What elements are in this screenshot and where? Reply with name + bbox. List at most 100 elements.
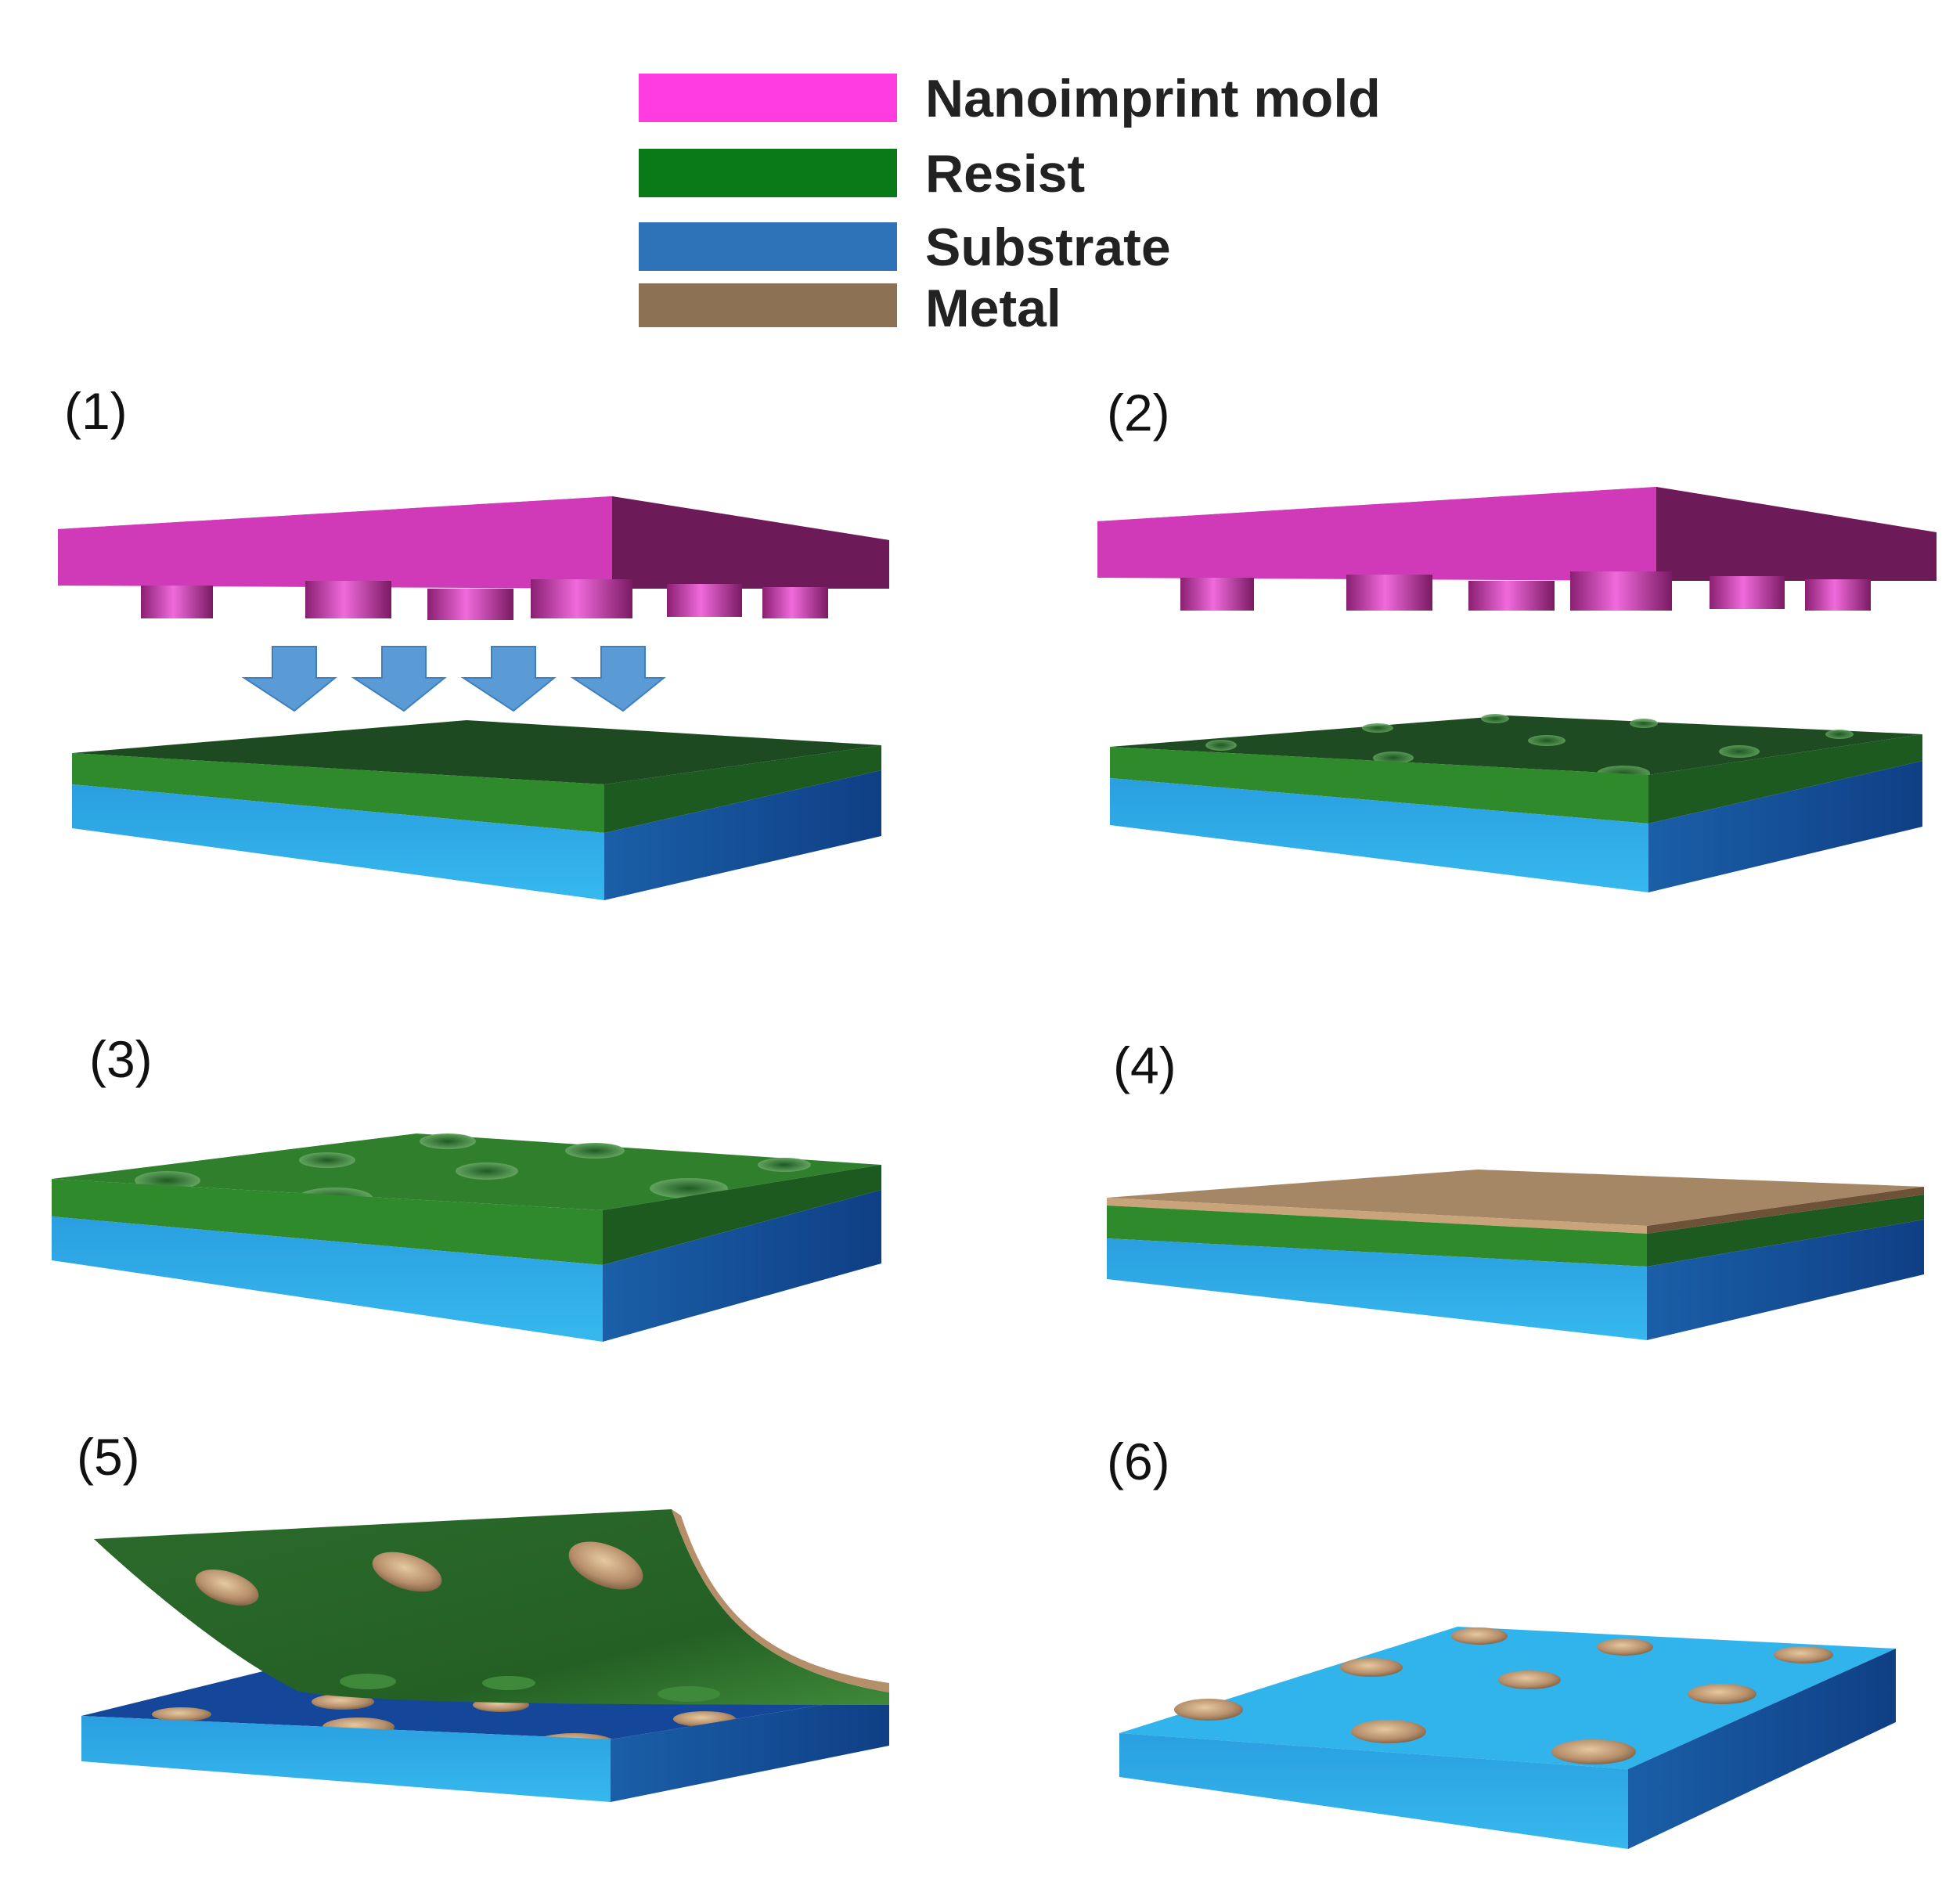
imprint-hole <box>1205 740 1237 751</box>
resist-sheet-hole <box>658 1686 720 1702</box>
legend: Nanoimprint mold Resist Substrate Metal <box>0 0 1960 360</box>
mold-side-face <box>1656 487 1937 581</box>
resist-front-face <box>1107 1206 1647 1267</box>
resist-side-face <box>603 1165 881 1265</box>
metal-nanodisk <box>1688 1684 1756 1704</box>
step-label-3: (3) <box>89 1030 153 1088</box>
step4-illustration <box>1107 1170 1924 1340</box>
down-arrow-icon <box>241 646 337 712</box>
imprint-hole <box>1825 730 1854 739</box>
metal-top-face <box>1107 1170 1924 1226</box>
metal-front-face <box>1107 1198 1647 1234</box>
substrate-side-face <box>1648 761 1922 892</box>
metal-nanodisk <box>1174 1699 1243 1721</box>
imprint-hole <box>1481 714 1509 723</box>
step2-illustration <box>1097 487 1937 892</box>
imprint-hole <box>1373 751 1414 764</box>
resist-hole <box>420 1134 476 1149</box>
substrate-top-face <box>1119 1627 1896 1769</box>
down-arrow-icon <box>351 646 447 712</box>
imprint-hole <box>1630 719 1658 728</box>
mold-post <box>1570 571 1672 611</box>
step-label-2: (2) <box>1107 384 1170 442</box>
step5-illustration <box>81 1509 889 1802</box>
substrate-front-face <box>52 1216 603 1342</box>
resist-top-face <box>1110 715 1922 775</box>
down-arrow-icon <box>460 646 557 712</box>
legend-label-mold: Nanoimprint mold <box>925 69 1381 128</box>
metal-nanodisk <box>1551 1739 1636 1764</box>
legend-swatch-mold <box>639 74 897 122</box>
step1-illustration <box>58 496 889 900</box>
resist-front-face <box>52 1179 603 1265</box>
metal-dot <box>152 1707 211 1721</box>
metal-nanodisk <box>1351 1720 1426 1743</box>
resist-sheet-hole <box>482 1676 535 1690</box>
substrate-side-face <box>611 1694 889 1802</box>
substrate-front-face <box>1110 778 1648 892</box>
mold-post <box>1710 576 1785 609</box>
mold-post <box>762 587 828 618</box>
resist-side-face <box>604 745 881 833</box>
substrate-side-face <box>1628 1649 1896 1849</box>
metal-nanodisk <box>1451 1627 1508 1645</box>
resist-sheet-hole <box>568 1541 643 1590</box>
mold-post <box>1468 581 1555 611</box>
down-arrow-icon <box>570 646 666 712</box>
resist-hole <box>299 1152 355 1168</box>
peeling-resist-sheet <box>94 1509 889 1705</box>
resist-side-face <box>1648 734 1922 824</box>
metal-nanodisk <box>1597 1638 1653 1656</box>
legend-label-resist: Resist <box>925 144 1086 204</box>
mold-post <box>1180 578 1254 611</box>
substrate-front-face <box>81 1716 611 1802</box>
step-label-4: (4) <box>1113 1036 1176 1094</box>
mold-post <box>531 579 632 618</box>
legend-swatch-resist <box>639 149 897 197</box>
substrate-front-face <box>1107 1238 1647 1340</box>
legend-swatch-metal <box>639 283 897 327</box>
substrate-front-face <box>1119 1733 1628 1849</box>
mold-post <box>1805 579 1871 611</box>
legend-label-substrate: Substrate <box>925 218 1171 277</box>
step-label-5: (5) <box>77 1428 140 1486</box>
metal-nanodisk <box>1340 1658 1403 1677</box>
metal-side-face <box>1647 1187 1924 1234</box>
mold-post <box>667 584 742 617</box>
substrate-side-face <box>603 1190 881 1342</box>
metal-dot <box>312 1694 374 1710</box>
imprint-hole <box>1362 723 1393 733</box>
mold-post <box>427 589 513 620</box>
mold-front-face <box>1097 487 1656 581</box>
resist-hole <box>758 1158 811 1172</box>
resist-front-face <box>1110 747 1648 824</box>
resist-hole <box>456 1162 518 1180</box>
legend-label-metal: Metal <box>925 279 1061 338</box>
step-label-6: (6) <box>1107 1433 1170 1490</box>
imprint-hole <box>1528 735 1565 746</box>
substrate-front-face <box>72 784 604 900</box>
legend-swatch-substrate <box>639 222 897 271</box>
step3-illustration <box>52 1134 881 1342</box>
substrate-side-face <box>604 770 881 900</box>
step6-illustration <box>1119 1627 1896 1849</box>
resist-hole <box>565 1143 625 1159</box>
resist-sheet-hole <box>195 1569 259 1606</box>
mold-side-face <box>612 496 889 589</box>
resist-front-face <box>72 753 604 833</box>
step-label-1: (1) <box>64 382 128 440</box>
metal-nanodisk <box>1774 1646 1833 1663</box>
mold-post <box>141 586 213 618</box>
resist-sheet-hole <box>372 1552 442 1592</box>
resist-sheet-hole <box>340 1674 396 1689</box>
substrate-side-face <box>1647 1220 1924 1340</box>
mold-post <box>305 581 391 618</box>
resist-side-face <box>1647 1195 1924 1267</box>
imprint-hole <box>1719 745 1760 758</box>
peeling-resist-edge <box>672 1509 889 1692</box>
resist-top-face <box>72 720 881 784</box>
mold-post <box>1346 575 1432 611</box>
mold-front-face <box>58 496 612 589</box>
metal-nanodisk <box>1498 1671 1561 1689</box>
